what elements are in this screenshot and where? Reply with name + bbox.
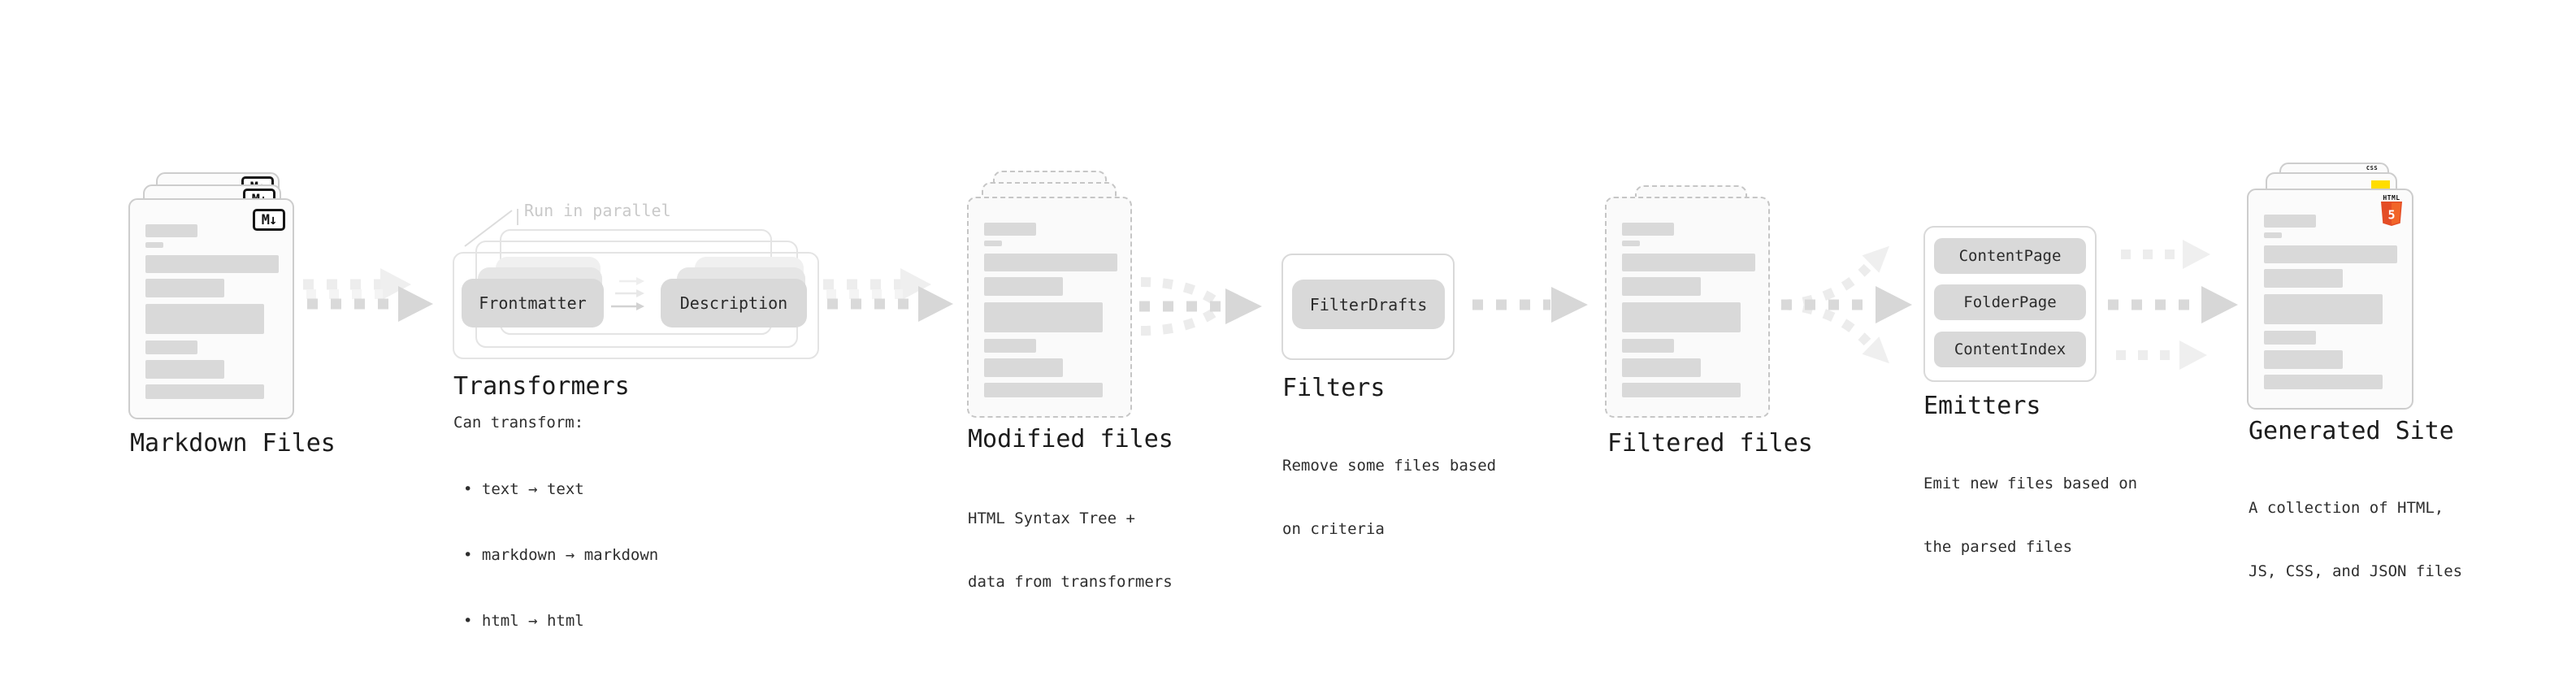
description-line: on criteria (1282, 520, 1385, 538)
text-line-placeholder (145, 224, 197, 237)
folder-page-pill: FolderPage (1934, 284, 2086, 320)
transformer-frame-front (453, 252, 819, 359)
generated-site-description: A collection of HTML, JS, CSS, and JSON … (2249, 455, 2462, 624)
text-line-placeholder (1622, 383, 1741, 397)
flow-arrow-filtered-to-emitters (1780, 245, 1912, 364)
description-pill: Description (661, 279, 807, 327)
flow-arrow-emitters-to-site (2108, 240, 2238, 370)
text-line-placeholder (984, 241, 1002, 246)
flow-arrow-transformers-to-modified (823, 268, 953, 322)
description-line: Remove some files based (1282, 457, 1497, 475)
annotation-leader-line (464, 209, 518, 247)
text-line-placeholder (2264, 294, 2383, 324)
description-line: the parsed files (1923, 538, 2073, 556)
parallel-transform-arrows (611, 277, 644, 310)
filter-drafts-pill: FilterDrafts (1292, 280, 1445, 329)
text-line-placeholder (145, 242, 163, 248)
text-line-placeholder (2264, 375, 2383, 389)
stage-title-modified-files: Modified files (968, 425, 1173, 453)
site-file-html: HTML 5 (2247, 189, 2413, 410)
text-line-placeholder (145, 279, 224, 297)
text-line-placeholder (984, 277, 1063, 296)
text-line-placeholder (1622, 277, 1701, 296)
description-line: data from transformers (968, 573, 1173, 591)
text-line-placeholder (984, 358, 1063, 377)
text-line-placeholder (2264, 269, 2343, 288)
bullet-item: • html → html (463, 612, 584, 630)
modified-file-front (967, 197, 1132, 418)
html5-icon: HTML 5 (2379, 194, 2404, 229)
filtered-file-front (1605, 197, 1770, 418)
flow-arrow-filters-to-filtered (1472, 287, 1588, 323)
content-page-pill: ContentPage (1934, 238, 2086, 274)
js-icon (2371, 180, 2390, 189)
run-in-parallel-annotation: Run in parallel (524, 201, 671, 220)
markdown-file-front: M↓ (128, 198, 294, 419)
text-line-placeholder (984, 254, 1117, 271)
stage-title-transformers: Transformers (453, 372, 630, 401)
text-line-placeholder (1622, 358, 1701, 377)
text-line-placeholder (984, 339, 1036, 353)
emitters-description: Emit new files based on the parsed files (1923, 431, 2137, 600)
text-line-placeholder (145, 340, 197, 354)
content-index-pill: ContentIndex (1934, 332, 2086, 367)
text-line-placeholder (2264, 232, 2282, 238)
modified-files-description: HTML Syntax Tree + data from transformer… (968, 466, 1173, 635)
description-line: HTML Syntax Tree + (968, 510, 1135, 527)
stage-title-emitters: Emitters (1923, 392, 2041, 420)
text-line-placeholder (984, 302, 1103, 332)
text-line-placeholder (145, 384, 264, 399)
description-line: A collection of HTML, (2249, 499, 2444, 517)
text-line-placeholder (145, 360, 224, 379)
description-line: Emit new files based on (1923, 475, 2138, 492)
text-line-placeholder (2264, 215, 2316, 228)
text-line-placeholder (1622, 223, 1674, 236)
filters-description: Remove some files based on criteria (1282, 413, 1496, 582)
frontmatter-pill: Frontmatter (462, 279, 604, 327)
text-line-placeholder (984, 383, 1103, 397)
text-line-placeholder (145, 255, 279, 273)
text-line-placeholder (2264, 331, 2316, 345)
flow-arrow-modified-to-filters (1139, 277, 1262, 336)
html5-shield: 5 (2381, 202, 2402, 226)
flow-arrow-markdown-to-transformers (303, 268, 433, 322)
bullet-item: • text → text (463, 480, 584, 498)
text-line-placeholder (1622, 302, 1741, 332)
description-line: JS, CSS, and JSON files (2249, 562, 2463, 580)
text-line-placeholder (2264, 245, 2397, 263)
text-line-placeholder (1622, 339, 1674, 353)
text-line-placeholder (145, 304, 264, 334)
bullet-item: • markdown → markdown (463, 546, 659, 564)
stage-title-markdown-files: Markdown Files (130, 429, 336, 458)
text-line-placeholder (2264, 350, 2343, 369)
text-line-placeholder (1622, 254, 1755, 271)
svg-text:5: 5 (2387, 208, 2395, 223)
text-line-placeholder (1622, 241, 1640, 246)
stage-title-generated-site: Generated Site (2249, 417, 2454, 445)
markdown-icon: M↓ (253, 209, 285, 231)
text-line-placeholder (984, 223, 1036, 236)
transformers-description: Can transform: (453, 414, 584, 432)
stage-title-filtered-files: Filtered files (1607, 429, 1813, 458)
stage-title-filters: Filters (1282, 374, 1386, 402)
transformers-bullet-list: • text → text • markdown → markdown • ht… (463, 435, 658, 676)
